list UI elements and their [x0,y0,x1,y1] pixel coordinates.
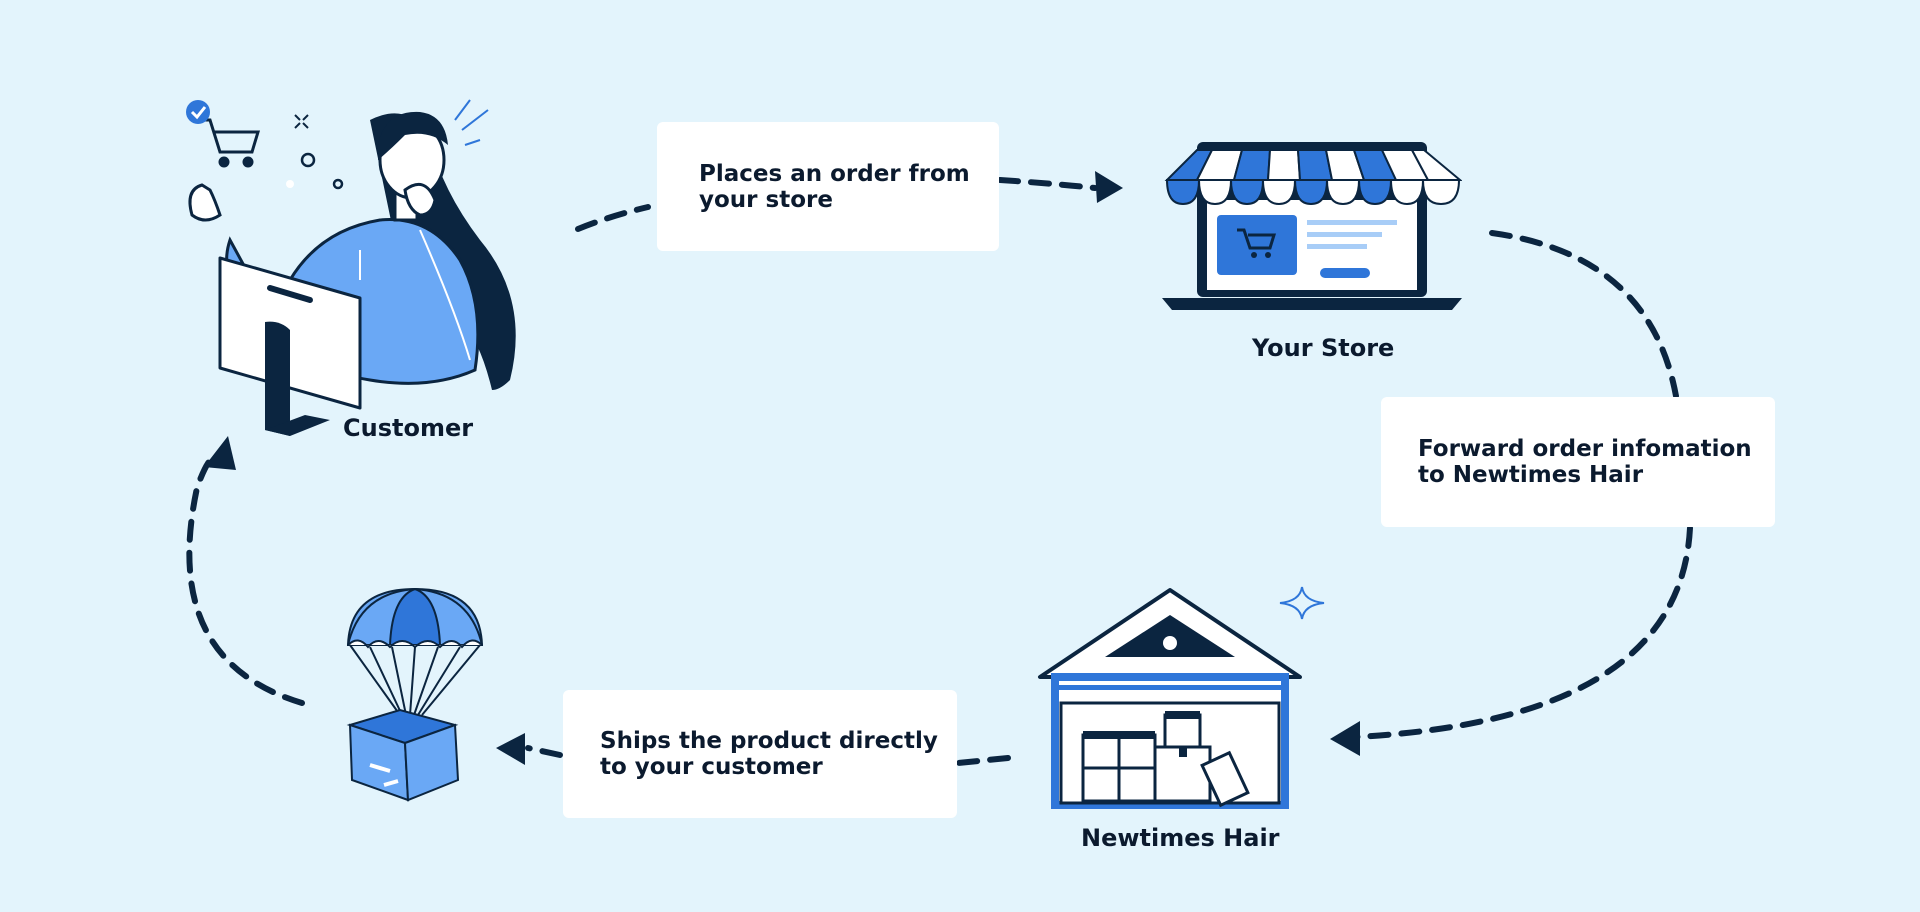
arrowhead-to-supplier [1330,721,1360,756]
connector-supplier-to-step3 [955,755,1011,766]
connector-step2-to-supplier [1352,525,1693,740]
connector-step1-to-store [997,177,1098,191]
step-forward-order-line1: Forward order infomation [1418,436,1752,462]
step-forward-order: Forward order infomation to Newtimes Hai… [1381,397,1775,527]
step-forward-order-line2: to Newtimes Hair [1418,462,1644,488]
step-place-order: Places an order from your store [657,122,999,251]
sparkle-icon [1279,586,1325,620]
supplier-label: Newtimes Hair [1081,824,1280,852]
connector-customer-to-step1 [575,204,651,232]
store-label: Your Store [1252,334,1395,362]
warehouse-icon [1038,588,1302,809]
arrowhead-to-store [1095,171,1123,203]
customer-at-computer-icon [186,99,516,436]
step-ship-product-line2: to your customer [600,754,823,780]
storefront-laptop-icon [1162,142,1462,310]
parachute-package-icon [346,587,484,802]
step-ship-product-line1: Ships the product directly [600,728,938,754]
arrowhead-to-customer [204,436,236,470]
connector-parcel-to-customer [186,455,305,706]
arrowhead-to-parcel [496,733,525,765]
step-ship-product: Ships the product directly to your custo… [563,690,957,818]
step-place-order-line2: your store [699,186,833,213]
customer-label: Customer [343,414,474,442]
connector-step3-to-parcel [525,745,563,758]
connector-store-to-step2 [1489,230,1679,399]
step-place-order-line1: Places an order from [699,160,970,187]
